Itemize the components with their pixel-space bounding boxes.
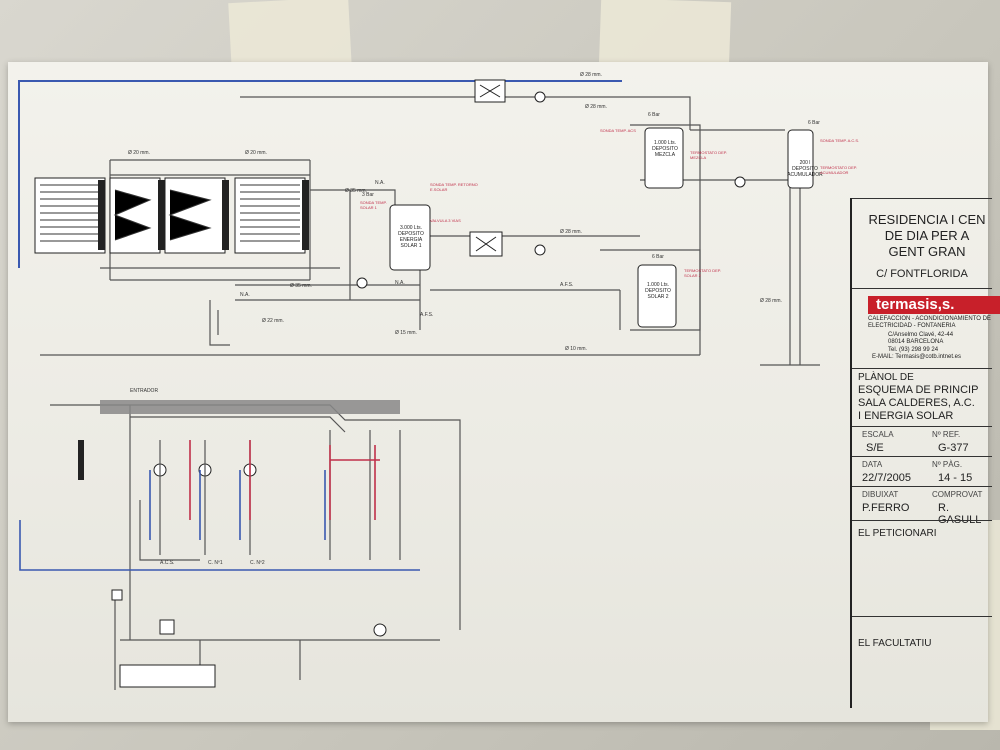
control-panel <box>78 440 84 480</box>
company-line: C/Anselmo Clavé, 42-44 <box>888 332 954 338</box>
company-line: ELECTRICIDAD - FONTANERIA <box>868 323 956 329</box>
deposit-3-label: 1.000 Lts.DEPOSITO SOLAR 2 <box>645 282 671 300</box>
misc-label: N.A. <box>375 180 385 186</box>
comprovat-label: COMPROVAT <box>932 490 983 499</box>
nref-value: G-377 <box>938 442 969 454</box>
escala-label: ESCALA <box>862 430 894 439</box>
misc-label: A.C.S. <box>160 560 175 566</box>
pipe-label: Ø 22 mm. <box>262 318 284 324</box>
red-note: TERMOSTATO DEP. SOLAR 2 <box>684 268 722 278</box>
dibuixat-label: DIBUIXAT <box>862 490 899 499</box>
pipe-label: Ø 20 mm. <box>128 150 150 156</box>
pipe-label: Ø 28 mm. <box>560 229 582 235</box>
pipe-label: Ø 35 mm. <box>290 283 312 289</box>
peticionari-label: EL PETICIONARI <box>858 528 937 539</box>
facultatiu-label: EL FACULTATIU <box>858 638 932 649</box>
npag-value: 14 - 15 <box>938 472 973 484</box>
solar-collectors <box>34 177 309 254</box>
collector-bar <box>100 400 400 414</box>
data-label: DATA <box>862 460 883 469</box>
project-title: RESIDENCIA I CEN DE DIA PER A GENT GRAN <box>868 212 986 259</box>
red-note: SONDA TEMP. ACS <box>600 128 636 133</box>
nref-label: Nº REF. <box>932 430 961 439</box>
title-block: RESIDENCIA I CEN DE DIA PER A GENT GRAN … <box>850 198 992 708</box>
misc-label: ENTRADOR <box>130 388 159 394</box>
misc-label: N.A. <box>240 292 250 298</box>
project-address: C/ FONTFLORIDA <box>876 268 968 280</box>
plan-label: PLÀNOL DE <box>858 372 914 383</box>
pipe-label: Ø 20 mm. <box>245 150 267 156</box>
border-line-left <box>18 80 20 268</box>
red-note: VALVULA 3 VIAS <box>430 218 461 223</box>
misc-label: A.F.S. <box>420 312 434 318</box>
pressure-label: 6 Bar <box>652 254 664 260</box>
pipe-label: Ø 28 mm. <box>760 298 782 304</box>
red-pipes <box>189 440 380 520</box>
red-note: SONDA TEMP. RETORNO E.SOLAR <box>430 182 478 192</box>
escala-value: S/E <box>866 442 884 454</box>
pressure-label: 3 Bar <box>362 192 374 198</box>
pipe-label: Ø 28 mm. <box>585 104 607 110</box>
drawing-sheet <box>8 62 988 722</box>
chimney-cap <box>111 589 123 601</box>
boiler-room-pipes <box>50 404 461 690</box>
pipe-label: Ø 35 mm. <box>345 188 367 194</box>
data-value: 22/7/2005 <box>862 472 911 484</box>
deposit-tanks <box>389 127 814 328</box>
npag-label: Nº PÀG. <box>932 460 963 469</box>
pipe-label: Ø 10 mm. <box>565 346 587 352</box>
dibuixat-value: P.FERRO <box>862 502 910 514</box>
red-note: SONDA TEMP. SOLAR 1 <box>360 200 387 210</box>
company-logo: termasis,s. <box>868 296 1000 314</box>
pipe-label: Ø 28 mm. <box>580 72 602 78</box>
boiler-unit <box>119 664 216 688</box>
company-line: CALEFACCION - ACONDICIONAMIENTO DE <box>868 316 991 322</box>
red-note: SONDA TEMP. A.C.S. <box>820 138 860 143</box>
pipe-label: Ø 15 mm. <box>395 330 417 336</box>
expansion-tank <box>159 619 175 635</box>
pipe-network <box>40 96 820 366</box>
misc-label: N.A. <box>395 280 405 286</box>
border-line-top <box>18 80 622 82</box>
plan-description: ESQUEMA DE PRINCIP SALA CALDERES, A.C. I… <box>858 384 979 422</box>
comprovat-value: R. GASULL <box>938 502 982 526</box>
misc-label: C. Nº2 <box>250 560 265 566</box>
heat-exchangers <box>469 79 506 257</box>
red-note: TERMOSTATO DEP. ACUMULADOR <box>820 165 858 175</box>
company-line: E-MAIL: Termasis@cotb.intnet.es <box>872 354 962 360</box>
company-line: 08014 BARCELONA <box>888 339 944 345</box>
misc-label: C. Nº1 <box>208 560 223 566</box>
deposit-1-label: 3.000 Lts.DEPOSITO ENERGIA SOLAR 1 <box>398 225 424 249</box>
pressure-label: 6 Bar <box>808 120 820 126</box>
misc-label: A.F.S. <box>560 282 574 288</box>
blue-pipes <box>19 470 420 571</box>
red-note: TERMOSTATO DEP. MEZCLA <box>690 150 728 160</box>
pressure-label: 6 Bar <box>648 112 660 118</box>
company-line: Tel. (93) 298 99 24 <box>888 347 939 353</box>
deposit-2-label: 1.000 Lts.DEPOSITO MEZCLA <box>652 140 678 158</box>
